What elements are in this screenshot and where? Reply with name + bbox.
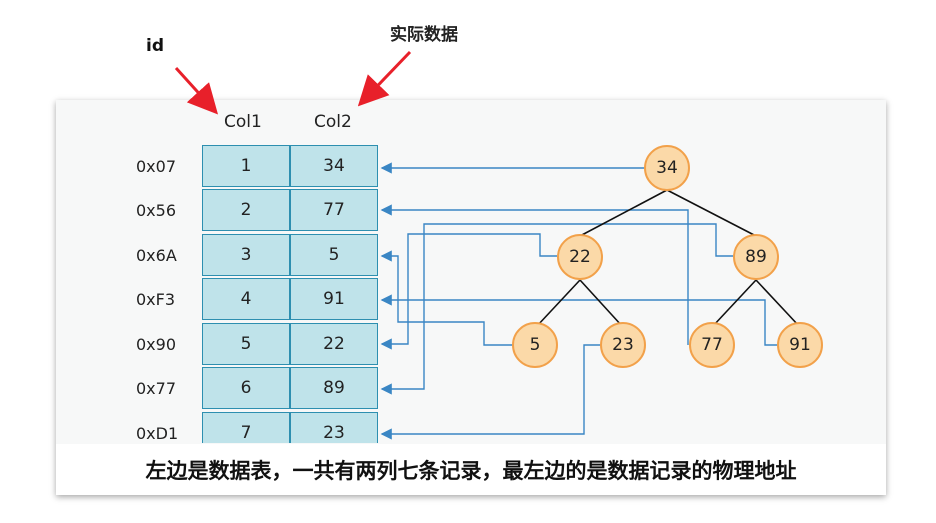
row-address: 0xF3 <box>136 290 176 309</box>
diagram-panel <box>56 100 886 495</box>
table-cell-col1: 7 <box>202 412 290 443</box>
id-annotation-label: id <box>146 36 164 56</box>
table-cell-col2: 23 <box>290 412 378 443</box>
tree-node-label: 91 <box>789 335 811 355</box>
tree-edge <box>755 279 800 327</box>
table-cell-col1: 4 <box>202 278 290 320</box>
tree-node-circle <box>733 234 779 280</box>
actual-data-annotation-label: 实际数据 <box>390 25 458 45</box>
tree-node-label: 89 <box>745 247 767 267</box>
table-cell-col1: 5 <box>202 323 290 365</box>
table-cell-col2: 5 <box>290 234 378 276</box>
tree-edge <box>666 189 757 237</box>
row-address: 0x07 <box>136 157 177 176</box>
table-cell-col2: 91 <box>290 278 378 320</box>
tree-node-circle <box>600 322 646 368</box>
tree-node-circle <box>644 145 690 191</box>
table-cell-col2: 77 <box>290 189 378 231</box>
tree-node-circle <box>557 234 603 280</box>
row-address: 0x6A <box>136 246 177 265</box>
id-annotation-arrow <box>174 66 219 115</box>
row-address: 0x90 <box>136 335 177 354</box>
actual-data-annotation-arrow <box>357 50 412 107</box>
caption-text: 左边是数据表，一共有两列七条记录，最左边的是数据记录的物理地址 <box>56 444 886 495</box>
tree-node-circle <box>689 322 735 368</box>
table-cell-col2: 34 <box>290 145 378 187</box>
tree-edge <box>579 189 668 237</box>
table-cell-col1: 1 <box>202 145 290 187</box>
table-cell-col1: 3 <box>202 234 290 276</box>
table-cell-col2: 22 <box>290 323 378 365</box>
tree-node-label: 23 <box>612 335 634 355</box>
pointer-line-89 <box>380 223 733 395</box>
pointer-line-91 <box>380 294 777 346</box>
col2-header: Col2 <box>314 112 352 132</box>
tree-node-label: 5 <box>530 335 541 355</box>
tree-node-label: 34 <box>656 158 678 178</box>
pointer-line-23 <box>380 344 601 440</box>
pointer-line-5 <box>380 250 534 346</box>
row-address: 0x56 <box>136 201 177 220</box>
col1-header: Col1 <box>224 112 262 132</box>
tree-edge <box>579 279 623 327</box>
tree-node-label: 77 <box>701 335 723 355</box>
tree-node-label: 22 <box>569 247 591 267</box>
table-cell-col1: 2 <box>202 189 290 231</box>
row-address: 0x77 <box>136 379 177 398</box>
table-cell-col1: 6 <box>202 367 290 409</box>
tree-edge <box>712 279 757 327</box>
data-table: 1 34 2 77 3 5 4 91 5 22 6 89 7 23 <box>202 145 380 443</box>
row-address: 0xD1 <box>136 424 179 443</box>
table-cell-col2: 89 <box>290 367 378 409</box>
tree-node-circle <box>777 322 823 368</box>
pointer-line-22 <box>380 233 557 350</box>
tree-node-circle <box>512 322 558 368</box>
tree-edge <box>536 279 581 327</box>
